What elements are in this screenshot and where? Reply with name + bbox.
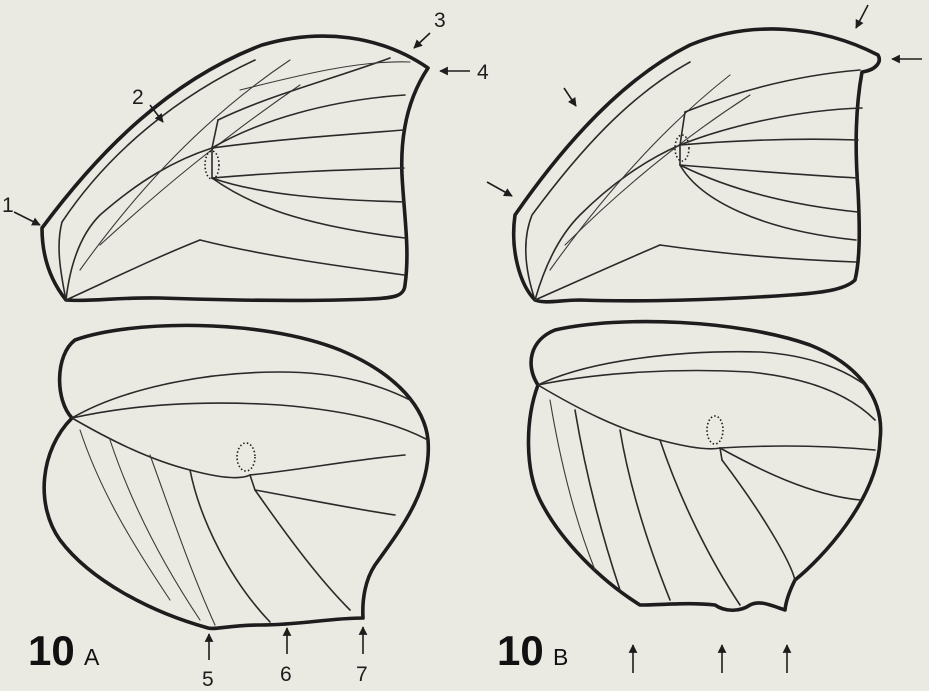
figure-label-b: 10 B [497, 627, 568, 674]
figure-label-b-letter: B [553, 644, 568, 670]
marker-6-label: 6 [280, 663, 292, 686]
marker-1-label: 1 [2, 194, 14, 217]
forewing-a-costal-vein [59, 60, 255, 300]
hindwing-a [44, 325, 428, 628]
marker-4-label: 4 [477, 61, 489, 84]
arrow-1 [14, 212, 40, 225]
arrow-b-2 [564, 88, 576, 106]
figure-label-a-letter: A [84, 644, 100, 670]
arrow-3 [414, 33, 430, 48]
marker-7-label: 7 [356, 663, 368, 686]
figure-label-a-number: 10 [28, 627, 75, 674]
hindwing-b [528, 322, 880, 611]
arrows-a: 1 2 3 4 5 6 7 [2, 9, 489, 691]
marker-3-label: 3 [434, 9, 446, 32]
arrow-b-1 [487, 182, 512, 196]
marker-2-label: 2 [132, 86, 144, 109]
forewing-a [42, 36, 428, 300]
forewing-b [514, 29, 880, 302]
marker-5-label: 5 [202, 668, 214, 691]
forewing-a-outline [42, 36, 428, 300]
hindwing-b-cell-mark [707, 416, 723, 444]
figure-label-a: 10 A [28, 627, 100, 674]
arrow-b-3 [856, 5, 868, 28]
hindwing-a-cell-mark [237, 443, 255, 471]
figure-label-b-number: 10 [497, 627, 544, 674]
forewing-a-anal-vein [66, 240, 200, 300]
